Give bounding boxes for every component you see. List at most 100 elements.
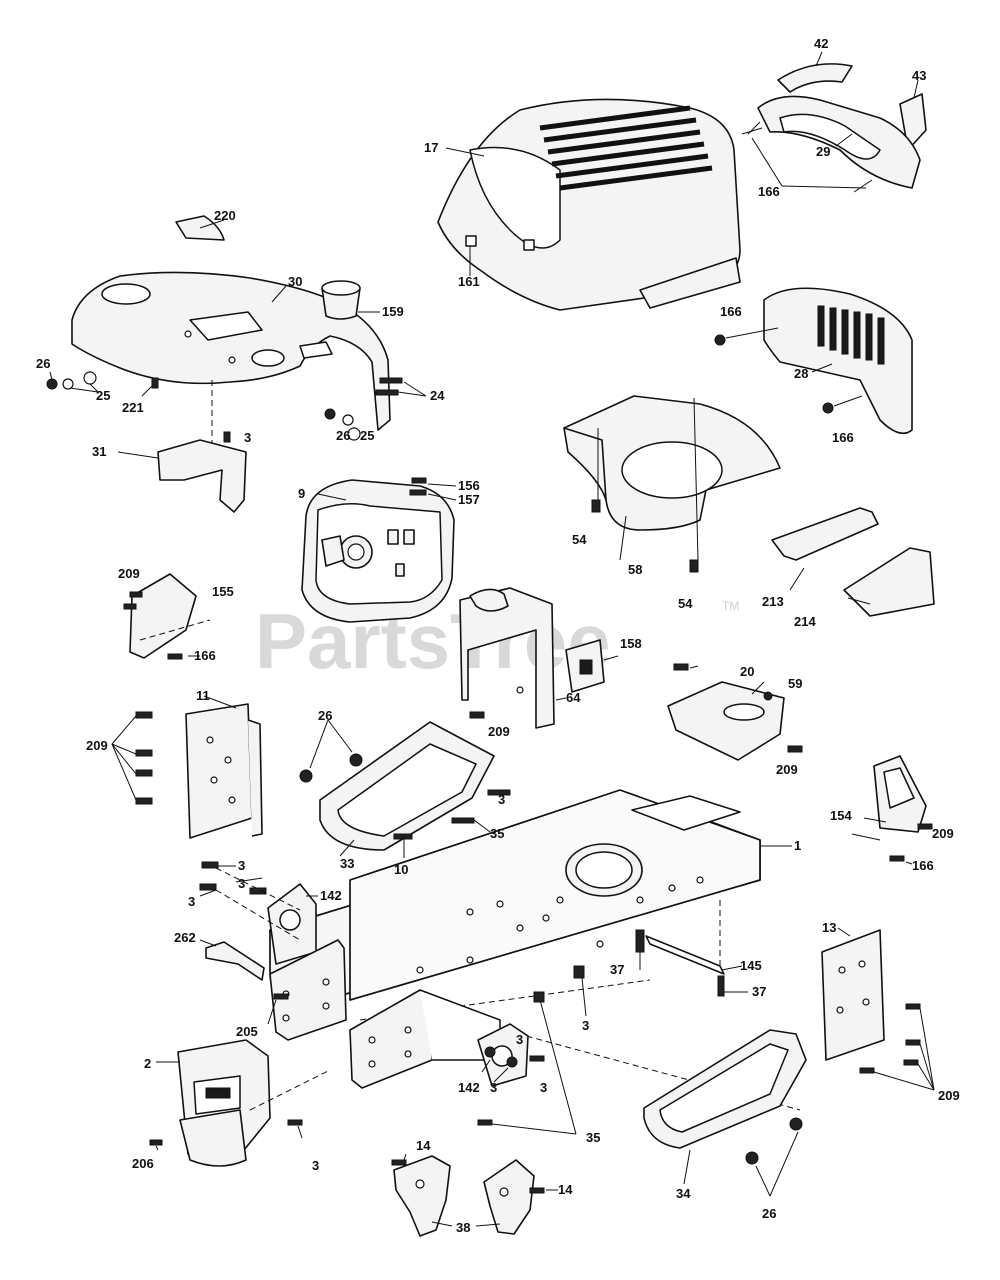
callout-30: 30 <box>288 274 302 289</box>
callout-209-right-panel: 209 <box>938 1088 960 1103</box>
callout-24: 24 <box>430 388 445 403</box>
callout-25-left: 25 <box>96 388 110 403</box>
callout-209-seat: 209 <box>488 724 510 739</box>
callout-10: 10 <box>394 862 408 877</box>
callout-2: 2 <box>144 1056 151 1071</box>
part-205-plate <box>267 939 347 1041</box>
callout-145: 145 <box>740 958 762 973</box>
callout-166-grille-top: 166 <box>720 304 742 319</box>
callout-205: 205 <box>236 1024 258 1039</box>
callout-209-bracket: 209 <box>118 566 140 581</box>
callout-142-upper: 142 <box>320 888 342 903</box>
part-20-plate <box>667 663 803 761</box>
part-13-side-panel <box>821 927 935 1091</box>
hardware-dash-right <box>324 408 361 441</box>
part-142-bracket-lower <box>477 965 587 1135</box>
callout-38: 38 <box>456 1220 470 1235</box>
callout-14-right: 14 <box>558 1182 573 1197</box>
part-213-panel <box>771 507 879 591</box>
callout-35-upper: 35 <box>490 826 504 841</box>
part-58-lower-pan <box>563 395 781 573</box>
part-9-control-panel <box>301 477 457 623</box>
callout-206: 206 <box>132 1156 154 1171</box>
callout-3-upper-c: 3 <box>188 894 195 909</box>
callout-37-left: 37 <box>610 962 624 977</box>
part-158-switch <box>565 639 619 693</box>
callout-166-hood: 166 <box>758 184 780 199</box>
part-42-headlight-lens <box>777 51 853 93</box>
callout-155: 155 <box>212 584 234 599</box>
callout-14-left: 14 <box>416 1138 431 1153</box>
callout-159: 159 <box>382 304 404 319</box>
part-11-side-panel <box>111 695 263 839</box>
callout-54-left: 54 <box>572 532 587 547</box>
callout-42: 42 <box>814 36 828 51</box>
trademark-symbol: TM <box>722 599 739 613</box>
callout-31: 31 <box>92 444 106 459</box>
callout-37-right: 37 <box>752 984 766 999</box>
callout-1: 1 <box>794 838 801 853</box>
part-262-rod <box>199 939 265 981</box>
callout-3-front: 3 <box>312 1158 319 1173</box>
callout-213: 213 <box>762 594 784 609</box>
frame-holes <box>416 876 704 974</box>
part-2-front-housing <box>149 1039 331 1167</box>
part-154-bracket <box>851 755 933 865</box>
part-1-main-frame <box>269 789 801 1111</box>
callout-3-upper-a: 3 <box>238 858 245 873</box>
hood-vents <box>539 105 713 191</box>
part-214-panel <box>843 547 935 617</box>
part-155-bracket <box>123 573 211 660</box>
part-29-grille-surround <box>747 95 921 193</box>
callout-209-panel: 209 <box>86 738 108 753</box>
callout-166-right: 166 <box>912 858 934 873</box>
callout-154: 154 <box>830 808 852 823</box>
callout-3-lower-b: 3 <box>490 1080 497 1095</box>
callout-28: 28 <box>794 366 808 381</box>
callout-26-footrest: 26 <box>318 708 332 723</box>
callout-156: 156 <box>458 478 480 493</box>
part-30-dashboard-fender <box>71 271 391 431</box>
callout-3-lower-c: 3 <box>540 1080 547 1095</box>
callout-11: 11 <box>196 688 210 703</box>
part-64-seat-bracket <box>459 587 567 729</box>
callout-26-left: 26 <box>36 356 50 371</box>
callout-17: 17 <box>424 140 438 155</box>
part-17-hood <box>437 98 741 311</box>
callout-161: 161 <box>458 274 480 289</box>
hardware-dash-left <box>46 371 427 462</box>
callout-35-lower: 35 <box>586 1130 600 1145</box>
callout-3-bracket: 3 <box>244 430 251 445</box>
callout-158: 158 <box>620 636 642 651</box>
callout-64: 64 <box>566 690 581 705</box>
callout-29: 29 <box>816 144 830 159</box>
callout-166-grille: 166 <box>832 430 854 445</box>
part-38-brackets <box>391 1153 558 1237</box>
callout-221: 221 <box>122 400 144 415</box>
callout-9: 9 <box>298 486 305 501</box>
callout-3-lower-a: 3 <box>516 1032 523 1047</box>
callout-13: 13 <box>822 920 836 935</box>
callout-157: 157 <box>458 492 480 507</box>
callout-labels: 42 43 17 29 166 220 30 159 161 166 26 25… <box>36 36 960 1235</box>
callout-54-right: 54 <box>678 596 693 611</box>
callout-26-bottom: 26 <box>762 1206 776 1221</box>
callout-20: 20 <box>740 664 754 679</box>
callout-33: 33 <box>340 856 354 871</box>
callout-166-bracket: 166 <box>194 648 216 663</box>
callout-34: 34 <box>676 1186 691 1201</box>
callout-220: 220 <box>214 208 236 223</box>
hardware-166-hood <box>741 127 763 135</box>
part-142-bracket-upper <box>199 861 318 965</box>
callout-214: 214 <box>794 614 816 629</box>
part-34-footrest <box>643 1029 807 1197</box>
part-33-footrest <box>299 719 511 858</box>
part-31-bracket <box>117 431 247 513</box>
part-mount-plate <box>349 989 501 1089</box>
callout-209-right: 209 <box>932 826 954 841</box>
callout-142-lower: 142 <box>458 1080 480 1095</box>
callout-3-center: 3 <box>582 1018 589 1033</box>
callout-262: 262 <box>174 930 196 945</box>
part-159-cup-holder <box>321 280 380 320</box>
